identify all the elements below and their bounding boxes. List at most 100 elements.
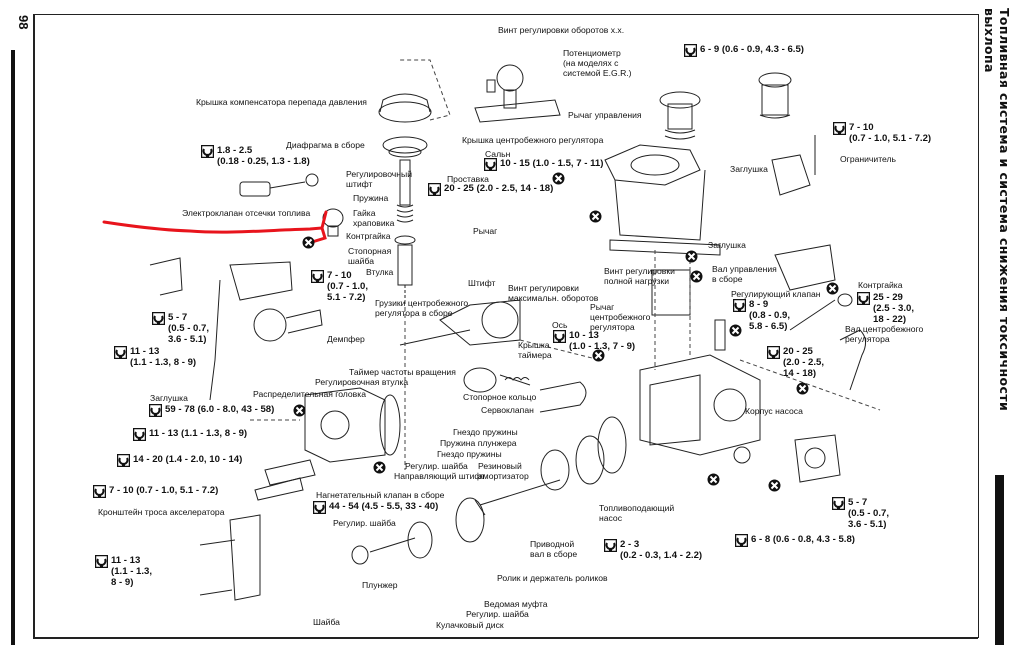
label-delivery-valve: Нагнетательный клапан в сборе [316, 490, 445, 500]
torque-wrench-icon [833, 122, 846, 135]
torque-7-10-right: 7 - 10 (0.7 - 1.0, 5.1 - 7.2) [833, 122, 931, 144]
torque-11-13-a: 11 - 13 (1.1 - 1.3, 8 - 9) [114, 346, 196, 368]
label-spring-seat-2: Гнездо пружины [437, 449, 502, 459]
label-spring-seat-1: Гнездо пружины [453, 427, 518, 437]
left-rule [11, 50, 15, 645]
torque-wrench-icon [733, 299, 746, 312]
label-adj-pin: Регулировочный штифт [346, 169, 413, 189]
torque-wrench-icon [767, 346, 780, 359]
potentiometer-part [474, 64, 561, 123]
label-adj-shim-2: Регулир. шайба [333, 518, 396, 528]
label-gov-lever: Рычаг центробежного регулятора [590, 302, 651, 332]
torque-20-25-top: 20 - 25 (2.0 - 2.5, 14 - 18) [428, 183, 553, 196]
label-plug-top: Заглушка [730, 164, 768, 174]
torque-20-25-right: 20 - 25 (2.0 - 2.5, 14 - 18) [767, 346, 824, 379]
label-control-shaft: Вал управления в сборе [712, 264, 777, 284]
label-cam-disk: Кулачковый диск [436, 620, 504, 630]
label-gov-shaft: Вал центробежного регулятора [845, 324, 924, 344]
torque-wrench-icon [201, 145, 214, 158]
label-adj-shim-3: Регулир. шайба [466, 609, 529, 619]
label-drive-shaft: Приводной вал в сборе [530, 539, 578, 559]
torque-wrench-icon [311, 270, 324, 283]
label-reg-valve: Регулирующий клапан [731, 289, 821, 299]
torque-wrench-icon [553, 330, 566, 343]
drive-parts [351, 416, 627, 565]
label-locknut-right: Контргайка [858, 280, 903, 290]
do-not-reuse-x-icon [592, 349, 605, 362]
torque-6-8: 6 - 8 (0.6 - 0.8, 4.3 - 5.8) [735, 534, 855, 547]
torque-5-7-right: 5 - 7 (0.5 - 0.7, 3.6 - 5.1) [832, 497, 889, 530]
torque-14-20: 14 - 20 (1.4 - 2.0, 10 - 14) [117, 454, 242, 467]
distributor-head [254, 387, 401, 501]
label-snap-ring: Стопорное кольцо [463, 392, 537, 402]
torque-44-54: 44 - 54 (4.5 - 5.5, 33 - 40) [313, 501, 438, 514]
label-dist-head: Распределительная головка [253, 389, 366, 399]
torque-7-10-left: 7 - 10 (0.7 - 1.0, 5.1 - 7.2) [93, 485, 218, 498]
torque-wrench-icon [313, 501, 326, 514]
compensator-assembly [378, 93, 432, 300]
do-not-reuse-x-icon [589, 210, 602, 223]
label-lock-washer: Стопорная шайба [348, 246, 392, 266]
label-max-speed-screw: Винт регулировки максимальн. оборотов [508, 283, 599, 303]
label-guide-pin: Направляющий штифт [394, 471, 486, 481]
do-not-reuse-x-icon [690, 270, 703, 283]
torque-wrench-icon [149, 404, 162, 417]
do-not-reuse-x-icon [302, 236, 315, 249]
torque-59-78: 59 - 78 (6.0 - 8.0, 43 - 58) [149, 404, 274, 417]
torque-wrench-icon [684, 44, 697, 57]
flyweight-assembly [399, 299, 521, 346]
label-adj-shim: Регулир. шайба [405, 461, 468, 471]
label-comp-cover: Крышка компенсатора перепада давления [196, 97, 367, 107]
label-adj-sleeve: Регулировочная втулка [315, 377, 409, 387]
torque-wrench-icon [484, 158, 497, 171]
label-axle: Ось [552, 320, 568, 330]
label-locknut: Контргайка [346, 231, 391, 241]
label-diaphragm: Диафрагма в сборе [286, 140, 365, 150]
do-not-reuse-x-icon [768, 479, 781, 492]
do-not-reuse-x-icon [293, 404, 306, 417]
control-lever-parts [659, 72, 816, 196]
label-plug-mid: Заглушка [708, 240, 746, 250]
label-pin: Штифт [468, 278, 496, 288]
label-ratchet-nut: Гайка храповика [353, 208, 395, 228]
label-pump-body: Корпус насоса [745, 406, 803, 416]
frame-left-edge [33, 14, 35, 637]
do-not-reuse-x-icon [826, 282, 839, 295]
do-not-reuse-x-icon [796, 382, 809, 395]
torque-7-10-mid: 7 - 10 (0.7 - 1.0, 5.1 - 7.2) [311, 270, 368, 303]
damper-bracket [149, 257, 323, 401]
torque-2-3: 2 - 3 (0.2 - 0.3, 1.4 - 2.2) [604, 539, 702, 561]
label-control-lever: Рычаг управления [568, 110, 642, 120]
do-not-reuse-x-icon [685, 250, 698, 263]
label-washer: Шайба [313, 617, 340, 627]
label-idle-screw: Винт регулировки оборотов х.х. [498, 25, 625, 35]
label-damper: Демпфер [327, 334, 365, 344]
torque-wrench-icon [735, 534, 748, 547]
label-servo-valve: Сервоклапан [481, 405, 534, 415]
torque-wrench-icon [114, 346, 127, 359]
label-driven-coupling: Ведомая муфта [484, 599, 548, 609]
torque-6-9: 6 - 9 (0.6 - 0.9, 4.3 - 6.5) [684, 44, 804, 57]
label-plunger: Плунжер [362, 580, 398, 590]
torque-8-9: 8 - 9 (0.8 - 0.9, 5.8 - 6.5) [733, 299, 790, 332]
label-accel-bracket: Кронштейн троса акселератора [98, 507, 225, 517]
governor-cover [604, 144, 721, 256]
label-full-load-screw: Винт регулировки полной нагрузки [604, 266, 675, 286]
accelerator-bracket [199, 514, 261, 601]
label-bushing: Втулка [366, 267, 394, 277]
torque-10-15: 10 - 15 (1.0 - 1.5, 7 - 11) [484, 158, 603, 171]
pump-body [639, 354, 761, 456]
label-plug-left: Заглушка [150, 393, 188, 403]
label-lever: Рычаг [473, 226, 498, 236]
torque-wrench-icon [93, 485, 106, 498]
label-timer-cover: Крышка таймера [518, 340, 552, 360]
diagram-frame [33, 14, 979, 638]
torque-wrench-icon [604, 539, 617, 552]
label-rubber-damper: Резиновый амортизатор [478, 461, 529, 481]
label-limiter: Ограничитель [840, 154, 897, 164]
label-gov-cover: Крышка центробежного регулятора [462, 135, 604, 145]
do-not-reuse-x-icon [552, 172, 565, 185]
torque-wrench-icon [857, 292, 870, 305]
torque-wrench-icon [832, 497, 845, 510]
